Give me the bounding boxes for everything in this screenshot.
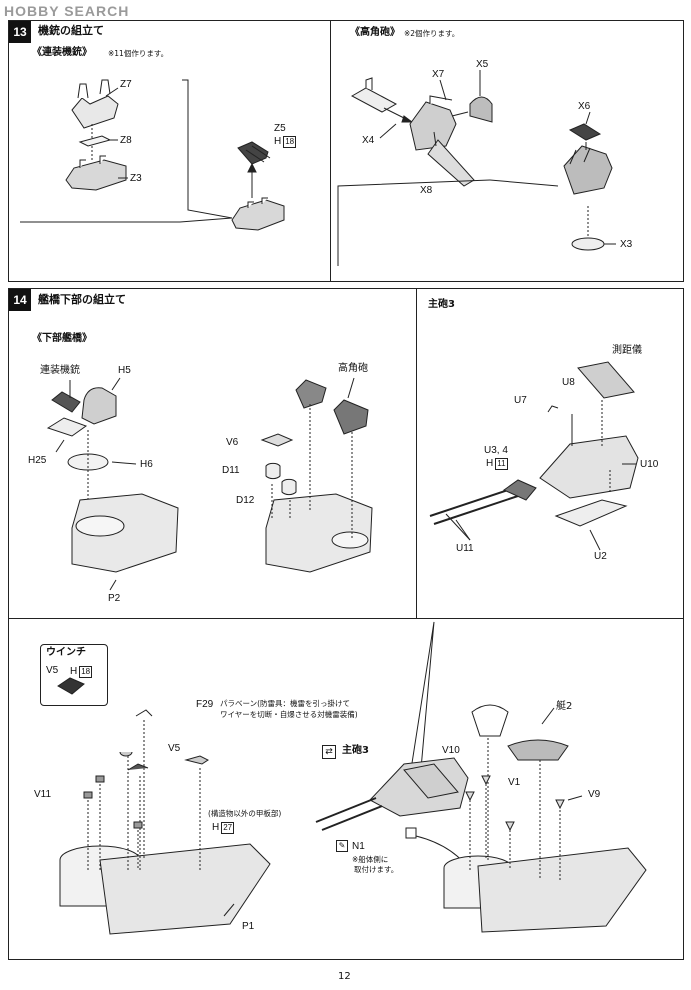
step14-panel <box>8 288 684 960</box>
lower-bridge-heading: 《下部艦橋》 <box>32 333 92 344</box>
winch-box <box>40 644 108 706</box>
label-z8: Z8 <box>120 135 132 146</box>
label-d12: D12 <box>236 495 255 506</box>
h-letter: H <box>486 458 494 469</box>
h-number-box: 27 <box>221 822 235 834</box>
label-h25: H25 <box>28 455 47 466</box>
label-n1: N1 <box>352 841 365 852</box>
label-v10: V10 <box>442 745 460 756</box>
label-p2: P2 <box>108 593 121 604</box>
step13-title: 機銃の組立て <box>38 24 104 37</box>
label-v5: V5 <box>168 743 181 754</box>
step14-divider-h <box>8 618 684 619</box>
label-u11: U11 <box>456 543 474 554</box>
label-main-gun-ref: 主砲3 <box>342 745 369 756</box>
label-z5: Z5 <box>274 123 286 134</box>
watermark: HOBBY SEARCH <box>4 3 130 19</box>
label-p1: P1 <box>242 921 255 932</box>
h-letter: H <box>212 822 220 833</box>
step13-divider <box>330 20 331 282</box>
paravane-note-2: ワイヤーを切断・自爆させる対機雷装備) <box>220 710 358 719</box>
main-gun-heading: 主砲3 <box>428 299 455 310</box>
label-u2: U2 <box>594 551 607 562</box>
label-u8: U8 <box>562 377 575 388</box>
h-letter: H <box>70 666 78 677</box>
swap-icon: ⇄ <box>322 745 336 759</box>
paravane-note-1: パラベーン(防雷具：機雷を引っ掛けて <box>220 699 351 708</box>
label-v1: V1 <box>508 777 521 788</box>
label-v11: V11 <box>34 789 52 800</box>
step14-divider-v <box>416 288 417 618</box>
h-number-box: 18 <box>79 666 93 678</box>
aa-gun-note: ※2個作ります。 <box>404 29 460 38</box>
label-x4: X4 <box>362 135 375 146</box>
label-u7: U7 <box>514 395 527 406</box>
step14-title: 艦橋下部の組立て <box>38 293 126 306</box>
label-twin-mg: 連装機銃 <box>40 365 80 376</box>
label-f29: F29 <box>196 699 214 710</box>
label-u10: U10 <box>640 459 659 470</box>
label-x6: X6 <box>578 101 591 112</box>
twin-mg-heading: 《連装機銃》 <box>32 47 92 58</box>
step14-number: 14 <box>9 289 31 311</box>
label-u3-4: U3, 4 <box>484 445 508 456</box>
label-h5: H5 <box>118 365 131 376</box>
page-number: 12 <box>338 971 351 982</box>
winch-heading: ウインチ <box>46 647 86 658</box>
deck-note: (構造物以外の甲板部) <box>208 809 282 818</box>
label-x3: X3 <box>620 239 633 250</box>
label-x7: X7 <box>432 69 445 80</box>
twin-mg-note: ※11個作ります。 <box>108 49 169 58</box>
label-rangefinder: 測距儀 <box>612 345 642 356</box>
glue-icon: ✎ <box>336 840 348 852</box>
label-x8: X8 <box>420 185 433 196</box>
step13-number: 13 <box>9 21 31 43</box>
label-v9: V9 <box>588 789 601 800</box>
label-v6: V6 <box>226 437 239 448</box>
n1-note-2: 取付けます。 <box>354 865 399 874</box>
h-number-box: 18 <box>283 136 297 148</box>
label-z7: Z7 <box>120 79 132 90</box>
label-x5: X5 <box>476 59 489 70</box>
aa-gun-heading: 《高角砲》 <box>350 27 400 38</box>
h-letter: H <box>274 136 282 147</box>
label-winch-v5: V5 <box>46 665 59 676</box>
h-number-box: 11 <box>495 458 508 470</box>
label-z3: Z3 <box>130 173 142 184</box>
label-h6: H6 <box>140 459 153 470</box>
label-boat: 艇2 <box>556 701 573 712</box>
label-d11: D11 <box>222 465 240 476</box>
step13-panel <box>8 20 684 282</box>
n1-note-1: ※船体側に <box>352 855 389 864</box>
label-aa-gun: 高角砲 <box>338 363 368 374</box>
